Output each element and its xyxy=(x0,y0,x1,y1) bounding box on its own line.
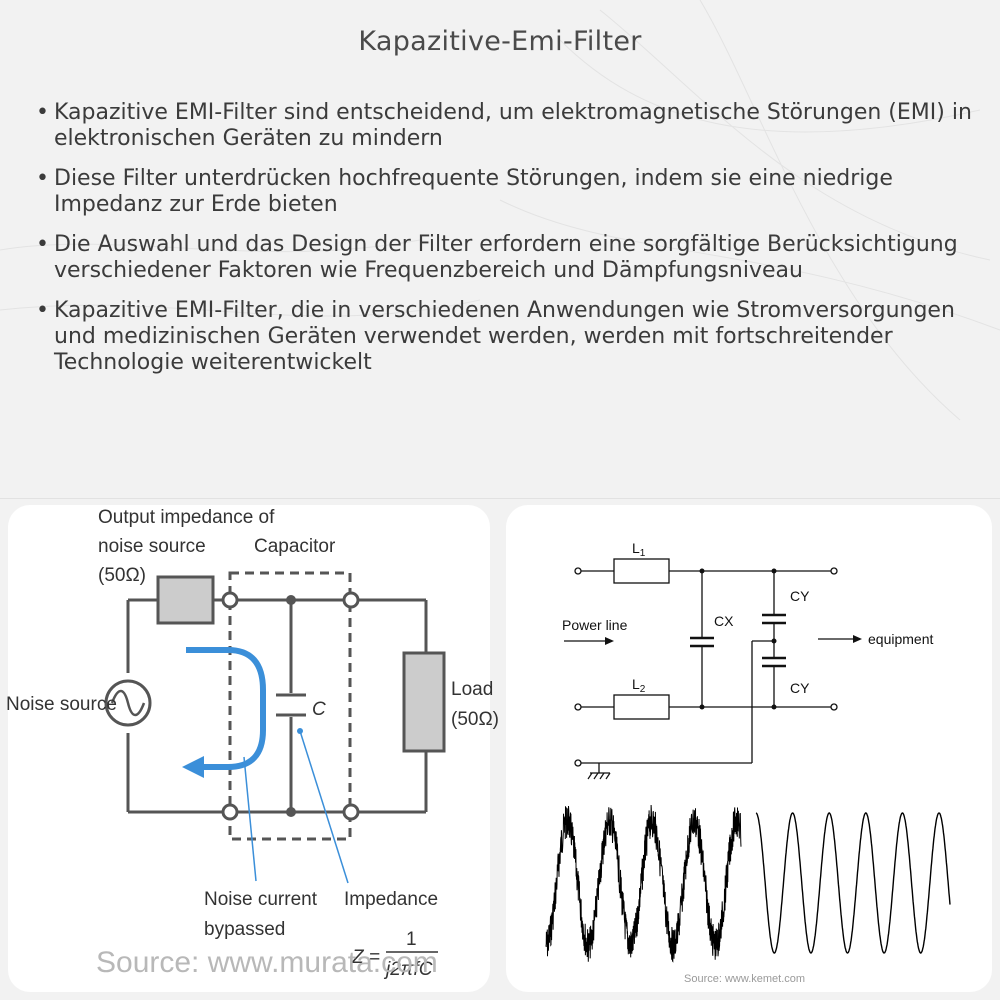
load-box xyxy=(402,651,446,753)
l2-label: L2 xyxy=(632,676,646,695)
noise-current-label: bypassed xyxy=(204,919,285,940)
filter-terminals xyxy=(574,567,838,767)
circuit-wires xyxy=(126,598,428,814)
bullet-item: Kapazitive EMI-Filter, die in verschiede… xyxy=(34,298,974,376)
l1-label: L1 xyxy=(632,540,646,559)
bullet-list: Kapazitive EMI-Filter sind entscheidend,… xyxy=(34,100,974,390)
output-impedance-label: noise source xyxy=(98,536,206,557)
junction-dots xyxy=(286,595,296,817)
output-impedance-box xyxy=(156,575,215,625)
source-credit: Source: www.kemet.com xyxy=(684,973,805,985)
load-label: Load xyxy=(451,679,493,700)
formula-lhs: Z = xyxy=(351,947,380,968)
output-impedance-label: (50Ω) xyxy=(98,565,146,586)
cy-top-label: CY xyxy=(790,588,810,604)
xy-capacitor-filter-card: L1 L2 CX CY CY Power line equipment Sour… xyxy=(506,505,992,992)
impedance-formula: Z = 1 j2πfC xyxy=(351,929,438,980)
bullet-item: Diese Filter unterdrücken hochfrequente … xyxy=(34,166,974,218)
output-impedance-label: Output impedance of xyxy=(98,507,275,528)
capacitor-label: Capacitor xyxy=(254,536,336,557)
noise-current-label: Noise current xyxy=(204,889,318,910)
xy-filter-diagram: L1 L2 CX CY CY Power line equipment Sour… xyxy=(545,540,951,985)
inductor-l2 xyxy=(613,694,670,720)
inductor-l1 xyxy=(613,558,670,584)
cx-label: CX xyxy=(714,613,734,629)
capacitor-box xyxy=(228,571,352,841)
section-divider xyxy=(0,498,1000,499)
equipment-label: equipment xyxy=(868,631,933,647)
equipment-arrow xyxy=(818,635,862,643)
callout-lines xyxy=(243,730,349,884)
callout-dot xyxy=(297,728,303,734)
cy-bottom-label: CY xyxy=(790,680,810,696)
bypass-current-arrow xyxy=(182,647,266,778)
page-title: Kapazitive-Emi-Filter xyxy=(358,26,642,57)
capacitor-symbol xyxy=(276,693,306,717)
capacitor-symbols xyxy=(690,613,786,668)
noise-source-label: Noise source xyxy=(6,694,117,715)
power-line-arrow xyxy=(564,637,614,645)
terminals xyxy=(221,591,360,821)
power-line-label: Power line xyxy=(562,617,628,633)
clean-waveform xyxy=(755,812,951,954)
bullet-item: Kapazitive EMI-Filter sind entscheidend,… xyxy=(34,100,974,152)
capacitor-bypass-card: Output impedance of noise source (50Ω) C… xyxy=(6,505,499,992)
filter-wires xyxy=(581,570,831,773)
capacitor-bypass-diagram: Output impedance of noise source (50Ω) C… xyxy=(6,507,499,980)
noise-source-icon xyxy=(104,679,152,727)
noisy-waveform xyxy=(545,804,742,963)
ground-icon xyxy=(587,772,611,780)
c-label: C xyxy=(312,699,326,720)
source-credit: Source: www.murata.com xyxy=(96,946,438,979)
filter-junctions xyxy=(699,568,777,710)
load-label: (50Ω) xyxy=(451,709,499,730)
bullet-item: Die Auswahl und das Design der Filter er… xyxy=(34,232,974,284)
formula-numerator: 1 xyxy=(406,929,417,950)
formula-denominator: j2πfC xyxy=(383,959,433,980)
impedance-label: Impedance xyxy=(344,889,438,910)
